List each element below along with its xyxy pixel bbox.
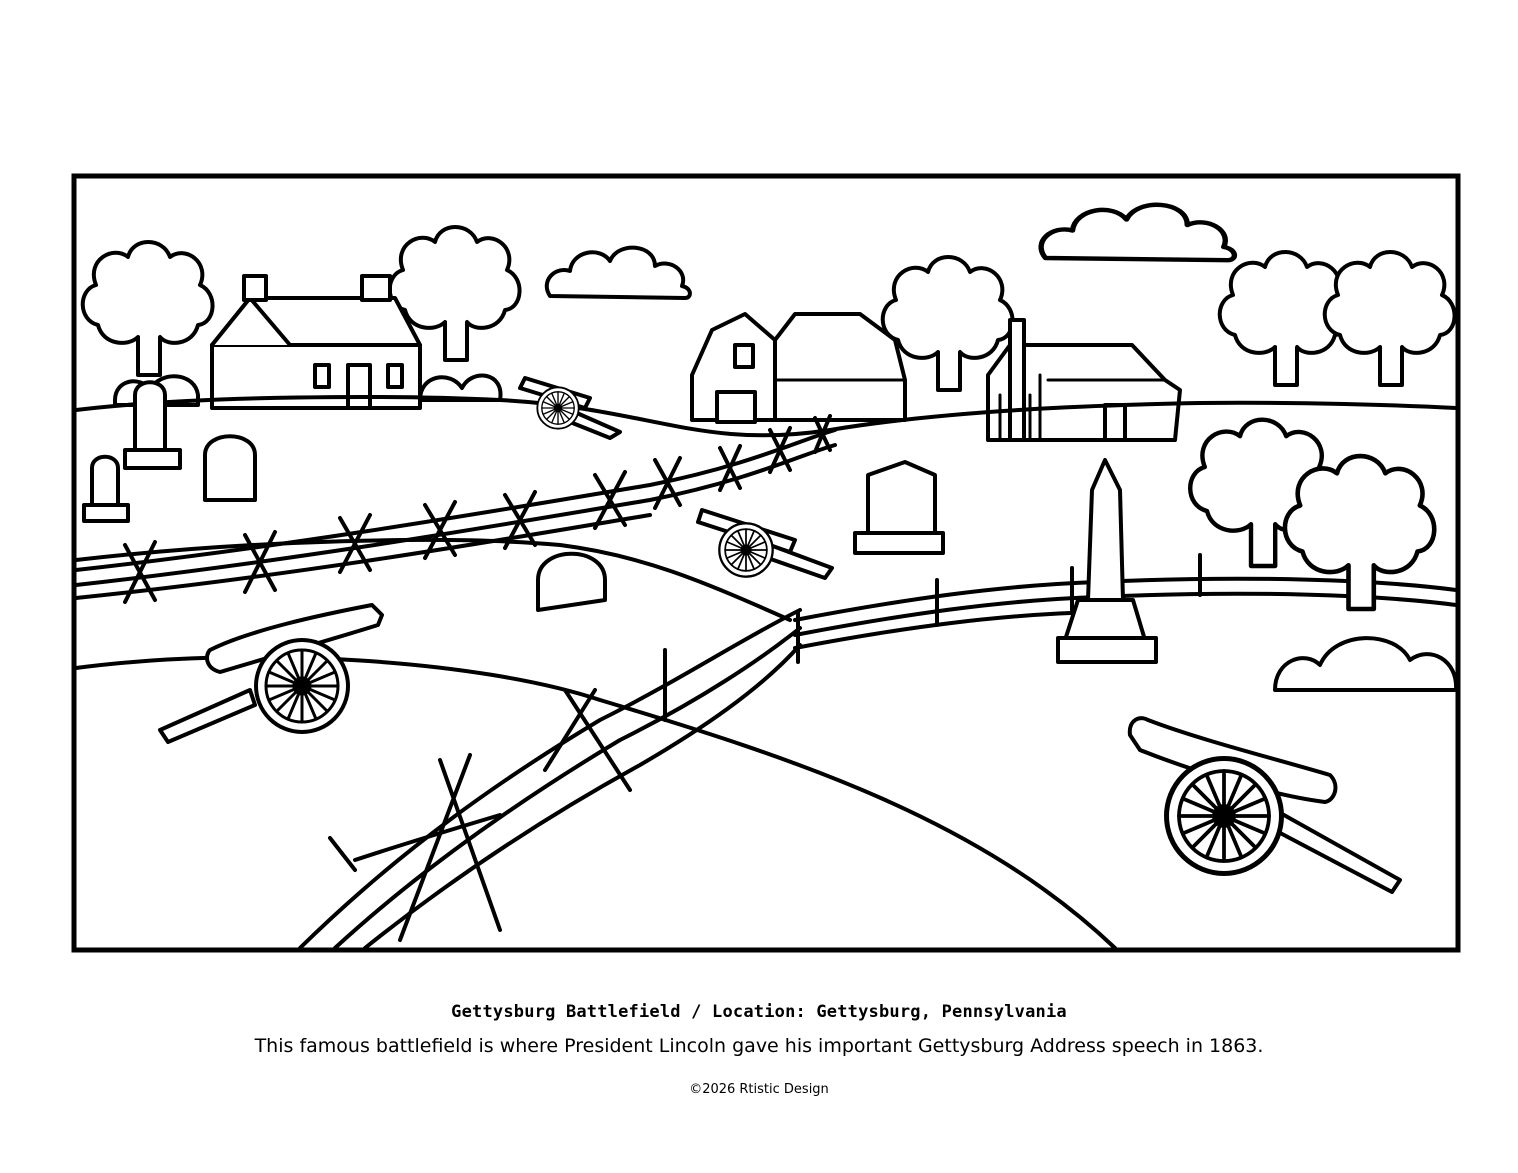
- caption-title: Gettysburg Battlefield / Location: Getty…: [451, 1002, 1067, 1022]
- gravestone-icon: [82, 454, 130, 523]
- barn-icon: [690, 312, 907, 424]
- cannon-icon: [696, 508, 834, 580]
- obelisk-icon: [1056, 458, 1158, 664]
- bush-icon: [418, 373, 503, 402]
- mid-hill: [74, 538, 792, 622]
- copyright-notice: ©2026 Rtistic Design: [689, 1082, 829, 1097]
- fence-icon: [74, 414, 837, 604]
- cannon-icon: [1127, 716, 1402, 894]
- caption-description: This famous battlefield is where Preside…: [254, 1035, 1264, 1057]
- gravestone-icon: [203, 434, 257, 502]
- cannon-icon: [518, 376, 622, 440]
- cannon-icon: [158, 603, 384, 744]
- gravestone-icon: [536, 551, 607, 612]
- fence-icon: [298, 608, 802, 950]
- gravestone-icon: [123, 380, 182, 470]
- bush-icon: [1273, 636, 1459, 692]
- monument-icon: [853, 460, 945, 555]
